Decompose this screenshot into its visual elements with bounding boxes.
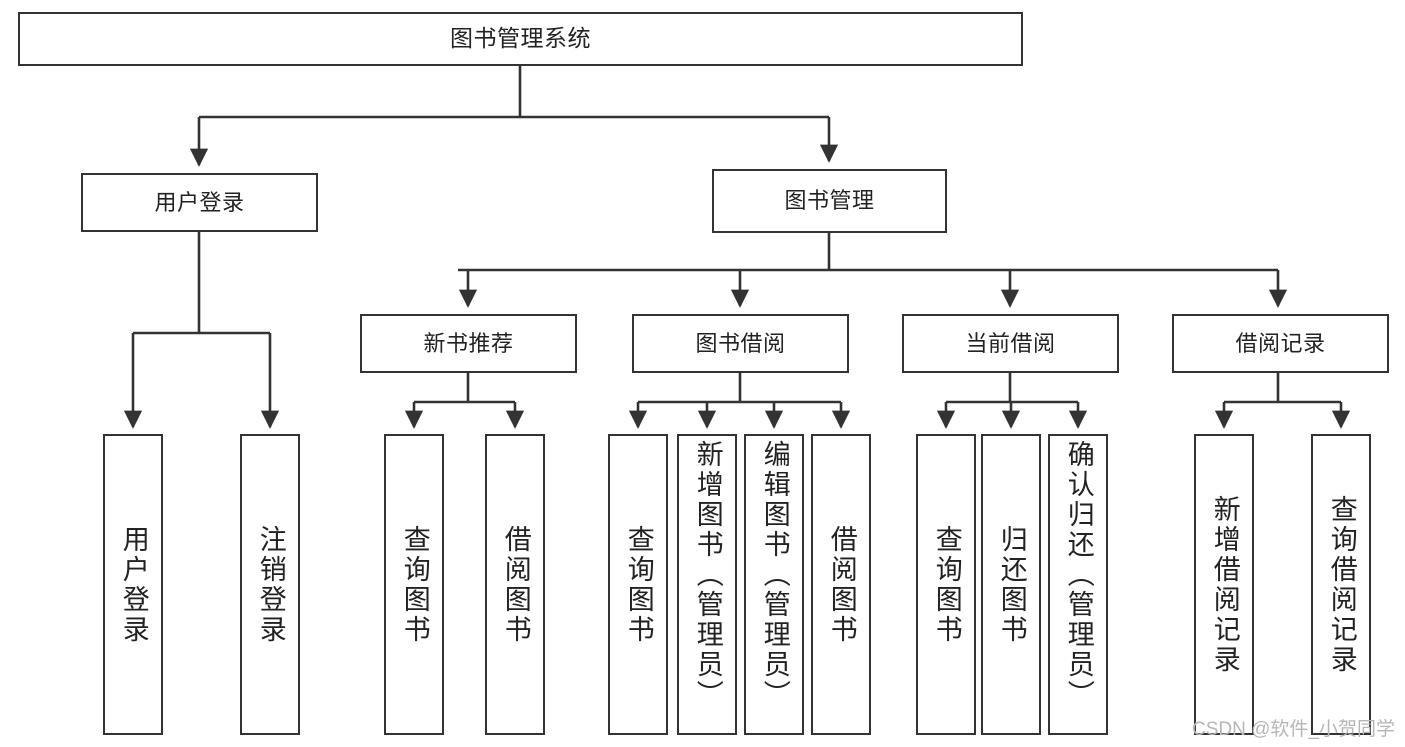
leaf-current-return-book[interactable]: 归还图书 <box>981 434 1041 735</box>
node-borrow-record-label: 借阅记录 <box>1235 330 1326 356</box>
leaf-current-return-book-label: 归还图书 <box>996 524 1027 645</box>
leaf-newbook-borrow-book[interactable]: 借阅图书 <box>485 434 545 735</box>
node-book-management-label: 图书管理 <box>784 188 875 214</box>
leaf-borrow-add-book-admin[interactable]: 新增图书（管理员） <box>677 434 737 735</box>
leaf-record-query-record-label: 查询借阅记录 <box>1326 494 1357 675</box>
node-borrow-record[interactable]: 借阅记录 <box>1172 314 1389 373</box>
node-book-borrow[interactable]: 图书借阅 <box>632 314 849 373</box>
leaf-logout[interactable]: 注销登录 <box>240 434 300 735</box>
node-root-system[interactable]: 图书管理系统 <box>18 12 1023 66</box>
leaf-newbook-borrow-book-label: 借阅图书 <box>500 524 531 645</box>
node-user-login-label: 用户登录 <box>154 189 245 215</box>
leaf-user-login[interactable]: 用户登录 <box>103 434 163 735</box>
node-new-book-recommend-label: 新书推荐 <box>423 330 514 356</box>
leaf-borrow-borrow-book-label: 借阅图书 <box>826 524 857 645</box>
leaf-current-confirm-return-admin[interactable]: 确认归还（管理员） <box>1048 434 1108 735</box>
leaf-current-confirm-return-admin-label: 确认归还（管理员） <box>1063 440 1094 710</box>
leaf-current-query-book[interactable]: 查询图书 <box>916 434 976 735</box>
leaf-user-login-label: 用户登录 <box>118 524 149 645</box>
leaf-logout-label: 注销登录 <box>255 524 286 645</box>
leaf-record-add-record-label: 新增借阅记录 <box>1209 494 1240 675</box>
leaf-record-add-record[interactable]: 新增借阅记录 <box>1194 434 1254 735</box>
leaf-borrow-edit-book-admin[interactable]: 编辑图书（管理员） <box>744 434 804 735</box>
node-book-management[interactable]: 图书管理 <box>712 169 947 233</box>
node-user-login[interactable]: 用户登录 <box>81 173 318 232</box>
node-new-book-recommend[interactable]: 新书推荐 <box>360 314 577 373</box>
leaf-borrow-add-book-admin-label: 新增图书（管理员） <box>692 440 723 710</box>
leaf-current-query-book-label: 查询图书 <box>931 524 962 645</box>
node-current-borrow-label: 当前借阅 <box>965 330 1056 356</box>
node-root-system-label: 图书管理系统 <box>450 25 591 52</box>
leaf-record-query-record[interactable]: 查询借阅记录 <box>1311 434 1371 735</box>
node-book-borrow-label: 图书借阅 <box>695 330 786 356</box>
leaf-borrow-query-book[interactable]: 查询图书 <box>608 434 668 735</box>
leaf-borrow-edit-book-admin-label: 编辑图书（管理员） <box>759 440 790 710</box>
leaf-borrow-borrow-book[interactable]: 借阅图书 <box>811 434 871 735</box>
node-current-borrow[interactable]: 当前借阅 <box>902 314 1119 373</box>
leaf-newbook-query-book[interactable]: 查询图书 <box>384 434 444 735</box>
leaf-borrow-query-book-label: 查询图书 <box>623 524 654 645</box>
leaf-newbook-query-book-label: 查询图书 <box>399 524 430 645</box>
watermark-text: CSDN @软件_小贺同学 <box>1192 719 1395 740</box>
